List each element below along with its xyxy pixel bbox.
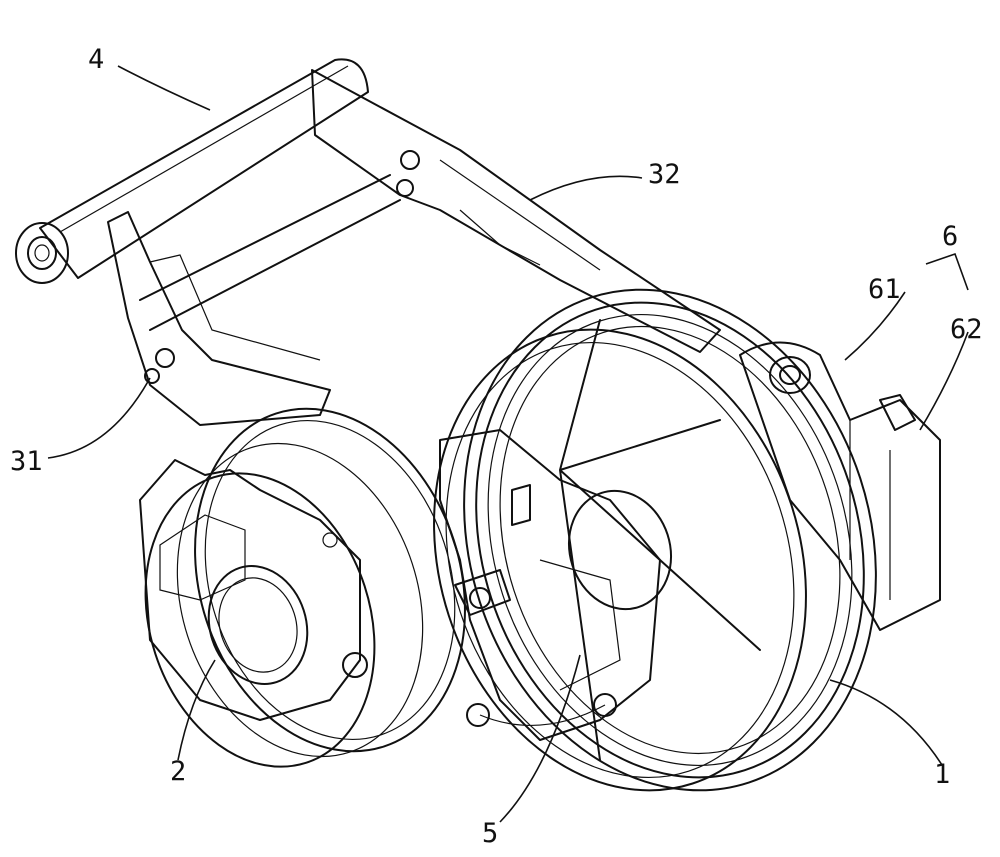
label-part-62: 62 (950, 314, 983, 345)
swing-arm-right (312, 70, 720, 352)
reference-labels: 4 32 6 61 62 31 2 5 1 (10, 44, 983, 849)
label-part-2: 2 (170, 756, 186, 787)
label-part-4: 4 (88, 44, 104, 75)
wheel-rim (376, 236, 939, 845)
label-part-5: 5 (482, 818, 498, 849)
hub-motor (109, 373, 508, 796)
cross-bar-lower (150, 200, 400, 330)
cross-bar-upper (140, 175, 390, 300)
axle-tube (16, 59, 368, 283)
label-part-1: 1 (934, 759, 950, 790)
label-part-32: 32 (648, 159, 681, 190)
label-part-6: 6 (942, 221, 958, 252)
label-part-61: 61 (868, 274, 901, 305)
label-part-31: 31 (10, 446, 43, 477)
